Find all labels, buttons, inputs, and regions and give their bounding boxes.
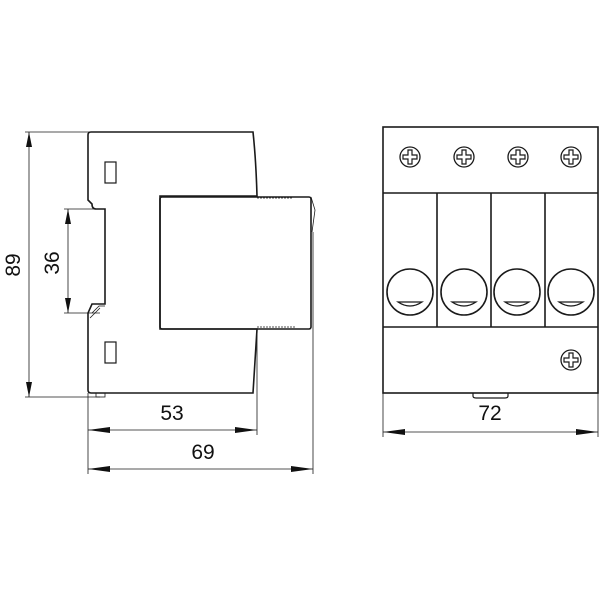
depth-dimension-label: 53 (160, 402, 183, 425)
terminal-screw-icon (507, 146, 529, 168)
rail-dimension-label: 36 (41, 251, 64, 274)
front-body-outline (382, 126, 599, 394)
din-module (159, 196, 312, 330)
status-indicator (386, 268, 595, 316)
terminal-screw-icon (453, 146, 475, 168)
terminal-screw-icon (399, 146, 421, 168)
upper-slot (104, 161, 117, 184)
side-body-outline (87, 131, 258, 394)
height-dimension-label: 89 (2, 253, 25, 276)
lower-slot (104, 341, 117, 364)
ground-screw-icon (560, 349, 582, 371)
width-dimension-label: 72 (478, 402, 501, 425)
total-depth-dimension-label: 69 (191, 441, 214, 464)
front-view: 72 (382, 126, 599, 437)
side-view: 89 36 53 69 (2, 131, 316, 474)
terminal-screw-icon (560, 146, 582, 168)
